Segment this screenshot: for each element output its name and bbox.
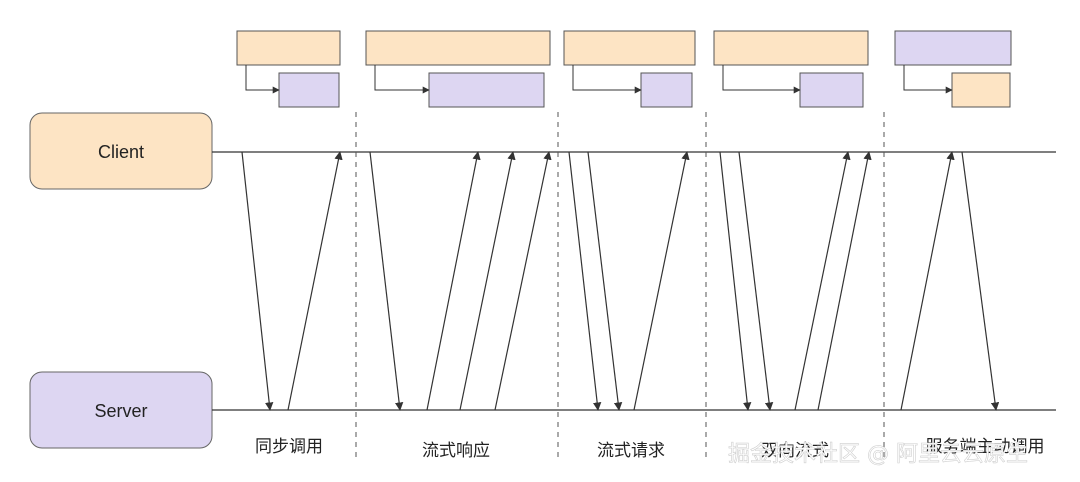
legend-outer-box [713, 30, 869, 66]
legend-1 [365, 30, 551, 108]
response-arrow [287, 151, 343, 411]
pattern-label-server-initiated: 服务端主动调用 [926, 437, 1045, 457]
response-arrow [459, 151, 516, 411]
legend-outer-box [563, 30, 696, 66]
legend-inner-box [278, 72, 340, 108]
legend-connector-arrow [374, 65, 430, 94]
legend-outer-box [236, 30, 341, 66]
pattern-label-client-streaming: 流式请求 [597, 441, 665, 461]
response-arrow [817, 151, 872, 411]
server-node: Server [29, 371, 213, 449]
legend-inner-box [640, 72, 693, 108]
response-arrow [494, 151, 552, 411]
legend-inner-box [799, 72, 864, 108]
legend-connector-arrow [903, 65, 953, 94]
section-dividers [355, 112, 885, 462]
watermark: 掘金技术社区 @ 阿里云云原生 [728, 442, 1028, 467]
legend-2 [563, 30, 696, 108]
request-arrow [719, 151, 752, 411]
request-arrow [961, 151, 1000, 411]
response-arrow [426, 151, 481, 411]
legend-connector-arrow [572, 65, 642, 94]
pattern-label-server-streaming: 流式响应 [422, 441, 490, 461]
legend-4 [894, 30, 1012, 108]
message-arrows [241, 151, 1000, 411]
legend-connector-arrow [245, 65, 280, 94]
client-node: Client [29, 112, 213, 190]
server-label: Server [94, 401, 147, 421]
legend-0 [236, 30, 341, 108]
response-arrow [794, 151, 851, 411]
client-label: Client [98, 142, 144, 162]
legend-3 [713, 30, 869, 108]
legend-connector-arrow [722, 65, 801, 94]
pattern-label-bidi-streaming: 双向流式 [761, 441, 829, 461]
legend-inner-box [951, 72, 1011, 108]
response-arrow [633, 151, 690, 411]
request-arrow [568, 151, 602, 411]
request-arrow [587, 151, 623, 411]
legend-inner-box [428, 72, 545, 108]
request-arrow [738, 151, 774, 411]
legend-outer-box [894, 30, 1012, 66]
legend-outer-box [365, 30, 551, 66]
request-arrow [241, 151, 274, 411]
pattern-label-sync: 同步调用 [255, 437, 323, 457]
request-arrow [369, 151, 404, 411]
response-arrow [900, 151, 955, 411]
